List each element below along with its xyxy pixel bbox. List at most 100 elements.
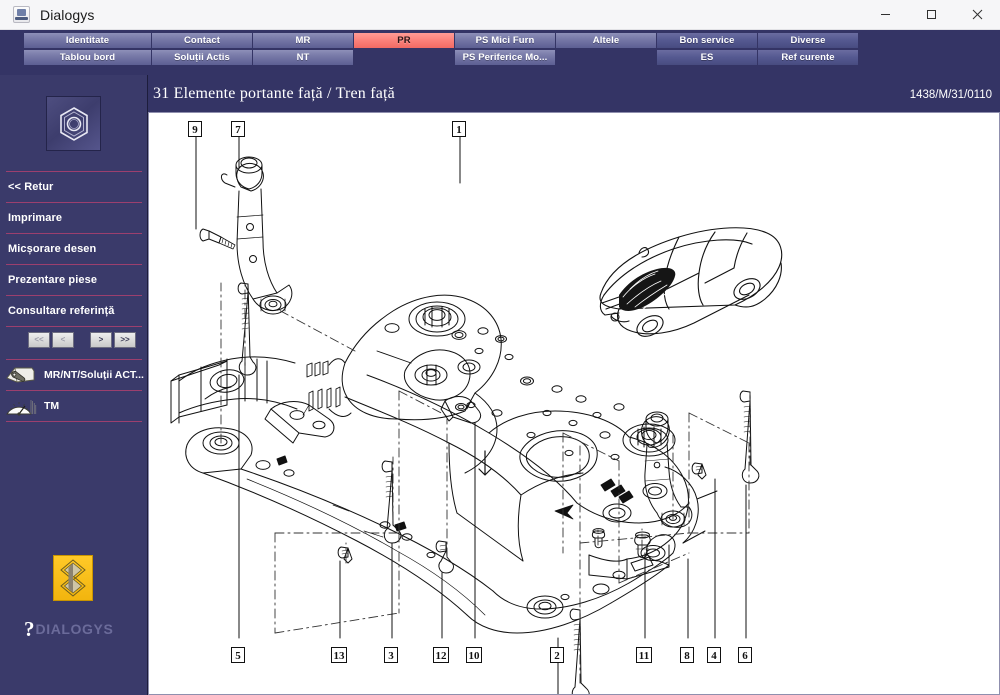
tab-label: NT xyxy=(296,52,310,63)
window-controls xyxy=(862,0,1000,30)
sidebar-item-label: << Retur xyxy=(8,181,54,193)
tab-label: PS Mici Furn xyxy=(475,35,535,46)
maximize-icon[interactable] xyxy=(908,0,954,30)
sidebar-item-mr-nt-solutii-actis[interactable]: MR/NT/Soluții ACT... xyxy=(0,360,148,390)
tab-identitate[interactable]: Identitate xyxy=(24,33,152,48)
sidebar-item-imprimare[interactable]: Imprimare xyxy=(0,203,148,233)
pager-label: << xyxy=(34,335,44,344)
minimize-icon[interactable] xyxy=(862,0,908,30)
close-icon[interactable] xyxy=(954,0,1000,30)
prev-page-button: < xyxy=(52,332,74,348)
callout-4: 4 xyxy=(707,647,721,663)
tab-ps-mici-furn[interactable]: PS Mici Furn xyxy=(455,33,556,48)
tab-mr[interactable]: MR xyxy=(253,33,354,48)
callout-number: 1 xyxy=(456,124,462,136)
bolt-13 xyxy=(337,546,353,564)
divider xyxy=(6,326,142,327)
first-page-button: << xyxy=(28,332,50,348)
sidebar-item-label: Micșorare desen xyxy=(8,243,97,255)
callout-number: 11 xyxy=(639,650,649,662)
bolt-4 xyxy=(691,462,707,480)
callout-10: 10 xyxy=(466,647,482,663)
callout-number: 12 xyxy=(436,650,448,662)
sidebar-item-retur[interactable]: << Retur xyxy=(0,172,148,202)
sidebar-item-label: TM xyxy=(44,400,60,412)
tab-label: Ref curente xyxy=(781,52,835,63)
question-mark-icon: ? xyxy=(24,616,35,641)
bolt-3 xyxy=(381,460,402,544)
callout-number: 13 xyxy=(334,650,346,662)
tab-ref-curente[interactable]: Ref curente xyxy=(758,50,859,65)
renault-diamond-icon xyxy=(53,555,93,601)
title-bar: Dialogys xyxy=(0,0,1000,30)
nut-8 xyxy=(634,531,651,558)
callout-number: 8 xyxy=(684,650,690,662)
callout-1: 1 xyxy=(452,121,466,137)
last-page-button[interactable]: >> xyxy=(114,332,136,348)
sidebar-sections: MR/NT/Soluții ACT... xyxy=(0,359,148,422)
lower-crossmember xyxy=(185,427,676,634)
tab-nt[interactable]: NT xyxy=(253,50,354,65)
callout-number: 10 xyxy=(469,650,481,662)
callout-12: 12 xyxy=(433,647,449,663)
callout-number: 3 xyxy=(388,650,394,662)
callout-3: 3 xyxy=(384,647,398,663)
pager-label: < xyxy=(60,335,66,344)
vehicle-outline xyxy=(599,227,783,337)
pager-controls: <<<>>> xyxy=(0,327,148,353)
sidebar-item-prezentare-piese[interactable]: Prezentare piese xyxy=(0,265,148,295)
tab-pr[interactable]: PR xyxy=(354,33,455,48)
tab-label: Diverse xyxy=(790,35,826,46)
tab-altele[interactable]: Altele xyxy=(556,33,657,48)
construction-lines xyxy=(274,390,750,634)
window-title: Dialogys xyxy=(40,6,95,23)
tab-es[interactable]: ES xyxy=(657,50,758,65)
tab-label: Soluții Actis xyxy=(174,52,230,63)
tab-label: Altele xyxy=(592,35,620,46)
callout-13: 13 xyxy=(331,647,347,663)
next-page-button[interactable]: > xyxy=(90,332,112,348)
sidebar-item-consultare-referinta[interactable]: Consultare referință xyxy=(0,296,148,326)
tab-solu-ii-actis[interactable]: Soluții Actis xyxy=(152,50,253,65)
tab-ps-periferice-mo[interactable]: PS Periferice Mo... xyxy=(455,50,556,65)
subframe-main xyxy=(170,294,718,580)
assembly-axes xyxy=(220,282,751,684)
sidebar-item-label: Imprimare xyxy=(8,212,63,224)
bolt-10 xyxy=(435,540,454,574)
sidebar-item-label: MR/NT/Soluții ACT... xyxy=(44,369,144,381)
washer-nut-11 xyxy=(591,528,606,549)
divider xyxy=(6,264,142,265)
callout-number: 5 xyxy=(235,650,241,662)
divider xyxy=(6,390,142,391)
tab-contact[interactable]: Contact xyxy=(152,33,253,48)
tab-diverse[interactable]: Diverse xyxy=(758,33,859,48)
page-title: 31 Elemente portante față / Tren față xyxy=(153,85,395,102)
right-ball-joint xyxy=(640,411,693,528)
wrench-icon xyxy=(4,364,38,386)
callout-number: 6 xyxy=(742,650,748,662)
callout-5: 5 xyxy=(231,647,245,663)
content-pane: 31 Elemente portante față / Tren față 14… xyxy=(148,75,1000,695)
divider xyxy=(6,171,142,172)
pager-label: > xyxy=(98,335,104,344)
tab-tablou-bord[interactable]: Tablou bord xyxy=(24,50,152,65)
engine-bay-shading xyxy=(619,267,676,311)
sidebar-item-label: Consultare referință xyxy=(8,305,115,317)
divider xyxy=(6,359,142,360)
app-icon xyxy=(13,6,30,23)
sidebar-item-micsorare-desen[interactable]: Micșorare desen xyxy=(0,234,148,264)
hex-nut-icon xyxy=(46,96,101,151)
document-reference: 1438/M/31/0110 xyxy=(909,89,992,101)
tab-bon-service[interactable]: Bon service xyxy=(657,33,758,48)
callout-2: 2 xyxy=(550,647,564,663)
sidebar-item-tm[interactable]: TM xyxy=(0,391,148,421)
callout-11: 11 xyxy=(636,647,652,663)
bolt-upper-left xyxy=(199,228,236,250)
